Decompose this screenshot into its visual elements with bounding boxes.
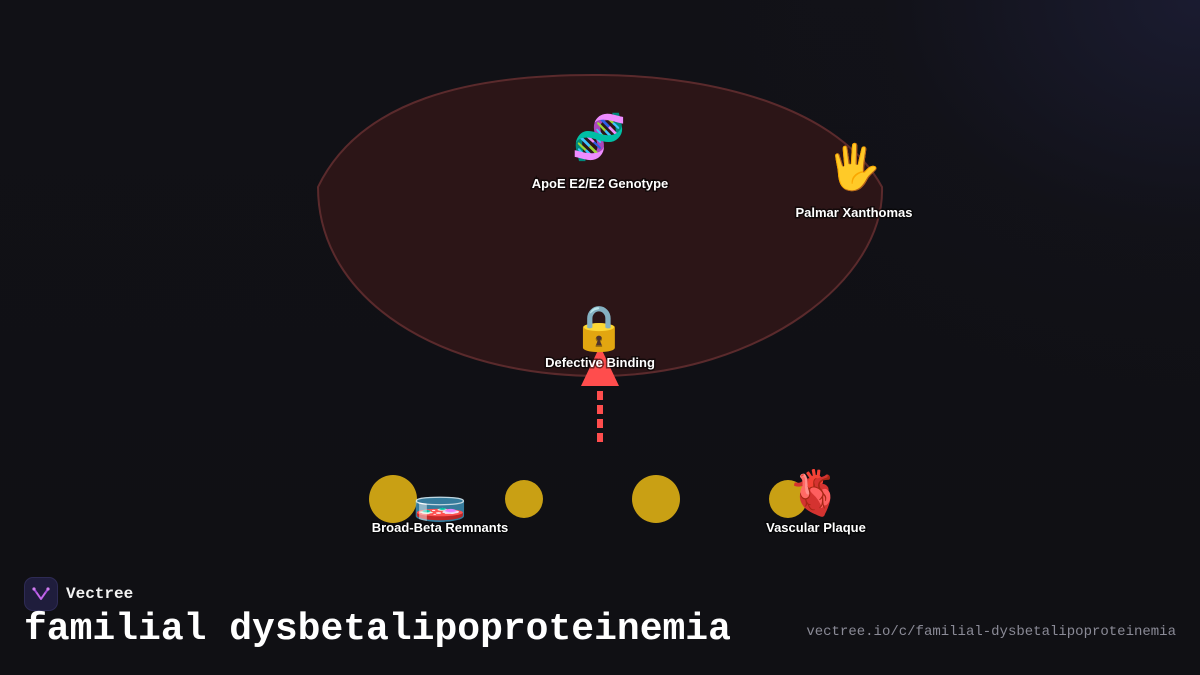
pathology-region	[316, 73, 884, 378]
lipoprotein-particle	[369, 475, 417, 523]
binding-label: Defective Binding	[545, 355, 655, 370]
lock-icon: 🔒	[572, 303, 627, 354]
dna-icon: 🧬	[572, 110, 627, 163]
xanthomas-label: Palmar Xanthomas	[795, 205, 912, 220]
brand-name: Vectree	[66, 585, 134, 603]
vectree-logo-icon	[24, 577, 58, 611]
lipoprotein-particle	[769, 480, 807, 518]
lipoprotein-particle	[632, 475, 680, 523]
lipoprotein-particle	[505, 480, 543, 518]
brand[interactable]: Vectree	[24, 577, 133, 611]
genotype-label: ApoE E2/E2 Genotype	[532, 176, 669, 191]
anatomical-heart-icon: 🫀	[788, 468, 843, 519]
petri-dish-icon: 🧫	[413, 473, 468, 524]
hand-icon: 🖐	[827, 140, 882, 195]
page-title: familial dysbetalipoproteinemia	[24, 608, 731, 651]
page-url[interactable]: vectree.io/c/familial-dysbetalipoprotein…	[806, 624, 1176, 640]
arrow-head	[581, 346, 619, 386]
plaque-label: Vascular Plaque	[766, 520, 866, 535]
remnants-label: Broad-Beta Remnants	[372, 520, 509, 535]
